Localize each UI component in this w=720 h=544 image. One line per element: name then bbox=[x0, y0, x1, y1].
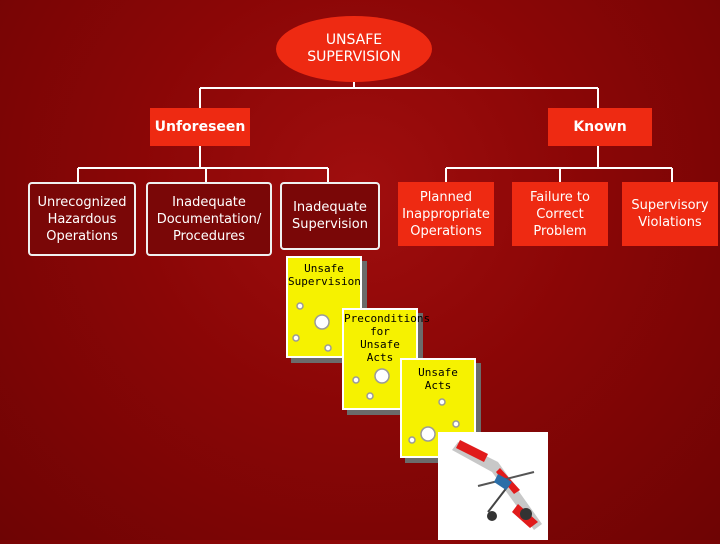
airplane-crash-photo bbox=[438, 432, 548, 540]
cheese-slice-hole-icon bbox=[292, 302, 332, 352]
leaf-inadequate-supervision: Inadequate Supervision bbox=[280, 182, 380, 250]
cheese-slice-hole-icon bbox=[408, 398, 460, 444]
leaf-unrecognized-hazardous-operations: Unrecognized Hazardous Operations bbox=[28, 182, 136, 256]
leaf-planned-inappropriate-operations: Planned Inappropriate Operations bbox=[398, 182, 494, 246]
leaf-inadequate-documentation: Inadequate Documentation/ Procedures bbox=[146, 182, 272, 256]
root-node-unsafe-supervision: UNSAFE SUPERVISION bbox=[276, 16, 432, 82]
cheese-slice-unsafe-supervision: Unsafe Supervision bbox=[286, 256, 362, 358]
cheese-slice-label: Unsafe Supervision bbox=[288, 262, 361, 288]
cheese-slice-label: Unsafe Acts bbox=[418, 366, 458, 392]
leaf-supervisory-violations: Supervisory Violations bbox=[622, 182, 718, 246]
cheese-slice-label: Preconditions for Unsafe Acts bbox=[344, 312, 431, 364]
category-known: Known bbox=[548, 108, 652, 146]
cheese-slice-hole-icon bbox=[352, 366, 410, 400]
category-unforeseen: Unforeseen bbox=[150, 108, 250, 146]
leaf-failure-to-correct: Failure to Correct Problem bbox=[512, 182, 608, 246]
